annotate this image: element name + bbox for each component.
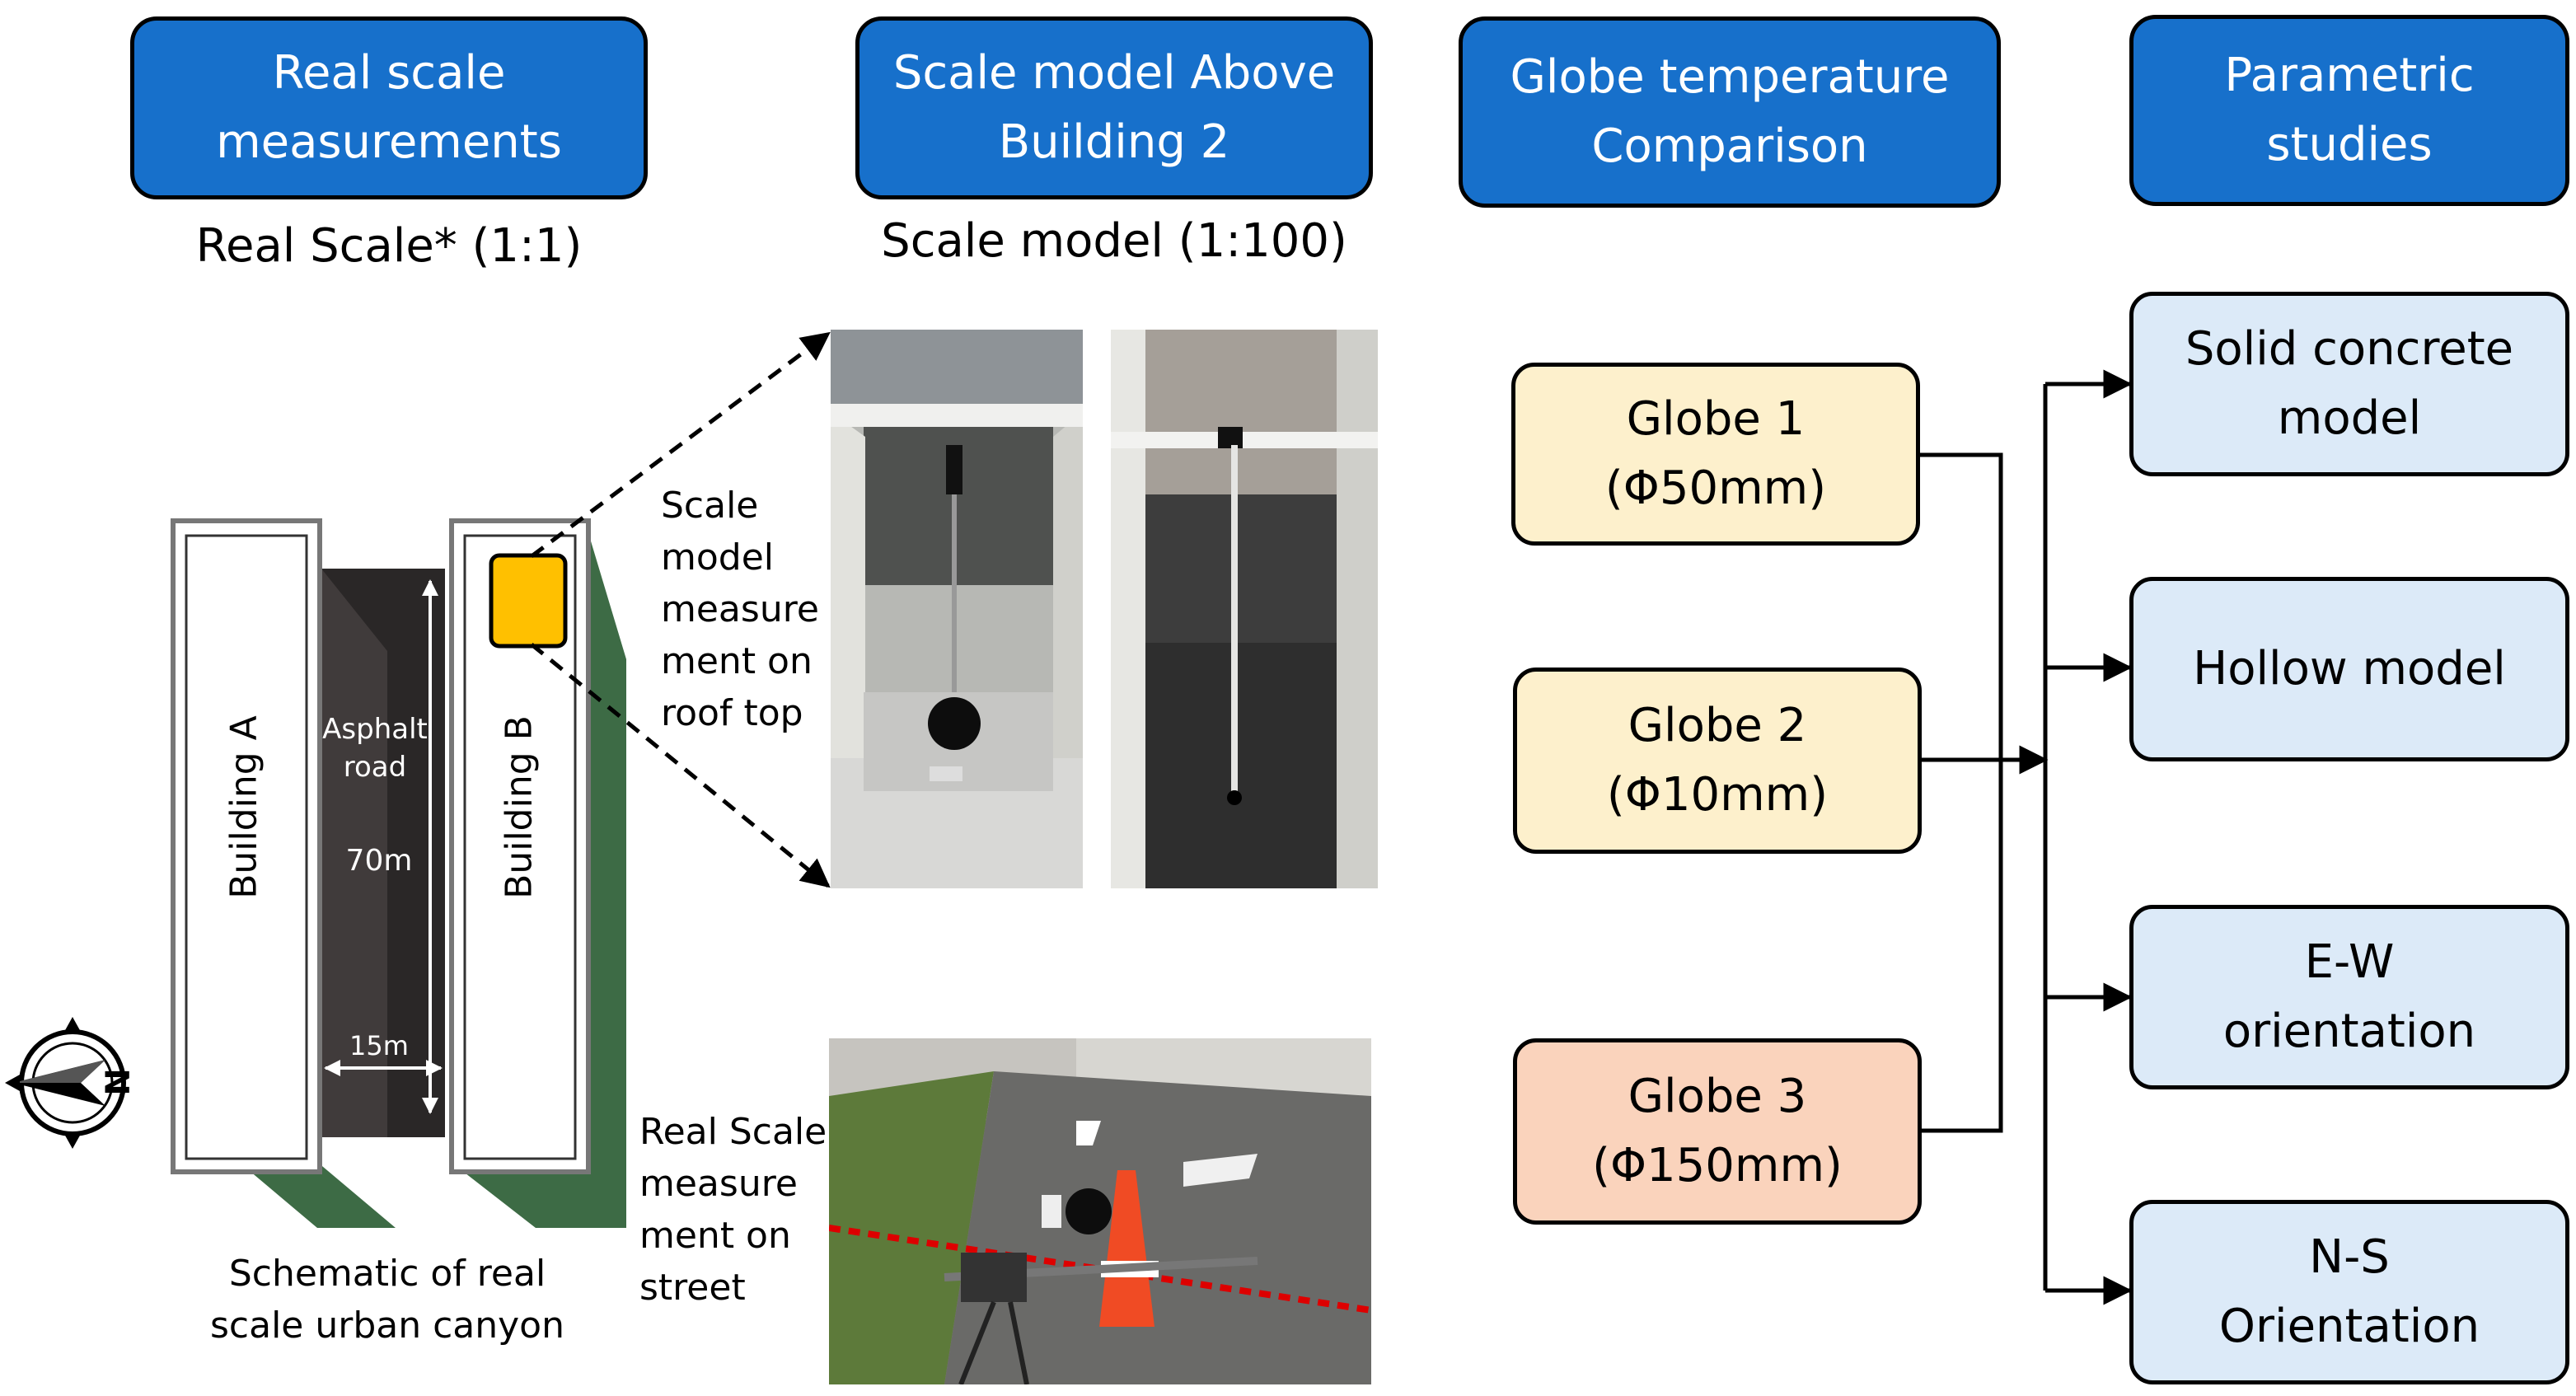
scale-model-photo-1 <box>831 330 1083 888</box>
param-solid-concrete-label: Solid concrete model <box>2185 322 2514 445</box>
caption-scale-model-ratio: Scale model (1:100) <box>881 214 1347 268</box>
param-ew-orientation-label: E-W orientation <box>2222 935 2476 1058</box>
header-real-scale: Real scale measurements <box>130 16 648 199</box>
param-ns-orientation-label: N-S Orientation <box>2218 1230 2480 1353</box>
building-b-shadow <box>461 536 626 1228</box>
globe-1-label: Globe 1 (Φ50mm) <box>1604 392 1827 515</box>
globe-2-box: Globe 2 (Φ10mm) <box>1513 668 1922 854</box>
real-scale-street-photo <box>829 1038 1371 1384</box>
road-shade <box>321 569 387 1137</box>
width-label: 15m <box>349 1030 409 1061</box>
street-measurement-note: Real Scale measure ment on street <box>639 1111 827 1309</box>
compass-icon <box>5 1017 126 1149</box>
globe-3-box: Globe 3 (Φ150mm) <box>1513 1038 1922 1225</box>
compass-letter: N <box>96 1068 135 1096</box>
globe-3-label: Globe 3 (Φ150mm) <box>1592 1070 1843 1192</box>
header-globe-comparison-text: Globe temperature Comparison <box>1510 50 1950 173</box>
dashed-connector-bottom <box>530 643 831 888</box>
param-ew-orientation-box: E-W orientation <box>2129 905 2569 1089</box>
param-ns-orientation-box: N-S Orientation <box>2129 1200 2569 1384</box>
header-scale-model-text: Scale model Above Building 2 <box>892 46 1336 169</box>
road-label: Asphalt road <box>322 713 428 784</box>
header-scale-model: Scale model Above Building 2 <box>855 16 1373 199</box>
schematic-caption: Schematic of real scale urban canyon <box>210 1253 564 1347</box>
flowchart-connectors <box>1920 369 2133 1305</box>
param-hollow-model-box: Hollow model <box>2129 577 2569 761</box>
scale-model-photo-2 <box>1111 330 1378 888</box>
header-parametric-text: Parametric studies <box>2224 49 2475 171</box>
globe-2-label: Globe 2 (Φ10mm) <box>1606 699 1829 822</box>
caption-real-scale-ratio: Real Scale* (1:1) <box>195 219 583 273</box>
roof-measurement-note: Scale model measure ment on roof top <box>661 485 819 734</box>
dashed-connector-top <box>530 331 831 558</box>
param-hollow-model-label: Hollow model <box>2193 642 2506 696</box>
building-a-label: Building A <box>222 715 265 899</box>
length-label: 70m <box>345 844 413 878</box>
header-globe-comparison: Globe temperature Comparison <box>1459 16 2001 208</box>
param-solid-concrete-box: Solid concrete model <box>2129 292 2569 476</box>
building-a-shadow <box>239 1162 396 1228</box>
globe-1-box: Globe 1 (Φ50mm) <box>1511 363 1920 546</box>
header-real-scale-text: Real scale measurements <box>216 46 562 169</box>
header-parametric: Parametric studies <box>2129 15 2569 206</box>
building-b-label: Building B <box>498 715 541 899</box>
rooftop-marker <box>489 553 568 649</box>
